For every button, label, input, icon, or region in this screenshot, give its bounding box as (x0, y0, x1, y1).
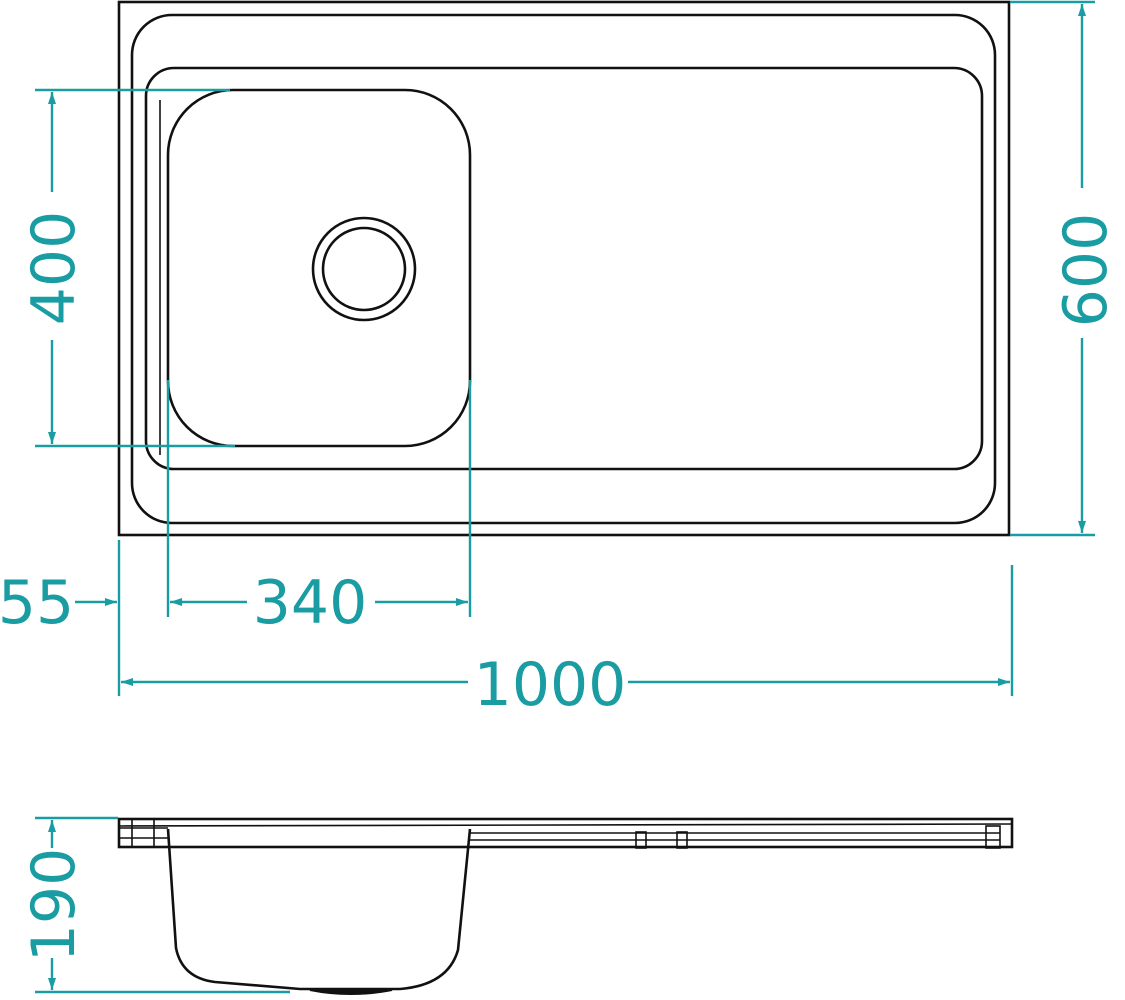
drainboard (144, 66, 984, 471)
drain-inner (321, 226, 407, 312)
dimension-bowl-height: 190 (19, 816, 290, 994)
dimension-overall-depth: 600 (1010, 0, 1121, 537)
drain-outer (311, 216, 417, 322)
drain-outlet (309, 989, 393, 995)
outer-frame (117, 0, 1011, 537)
dimension-bowl-width: 340 (166, 380, 472, 638)
dim-190-label: 190 (19, 848, 89, 963)
dim-1000-label: 1000 (474, 650, 627, 720)
bowl-profile (166, 828, 472, 991)
dimension-bowl-length: 400 (19, 88, 235, 448)
dimension-bowl-offset: 55 (0, 540, 121, 696)
top-view (117, 0, 1011, 537)
side-view (117, 817, 1014, 995)
rim (130, 13, 997, 525)
dim-400-label: 400 (19, 211, 89, 326)
dim-600-label: 600 (1051, 213, 1121, 328)
dimension-overall-width: 1000 (121, 565, 1014, 720)
dim-340-label: 340 (253, 568, 368, 638)
bowl (166, 88, 472, 448)
dim-55-label: 55 (0, 568, 74, 638)
